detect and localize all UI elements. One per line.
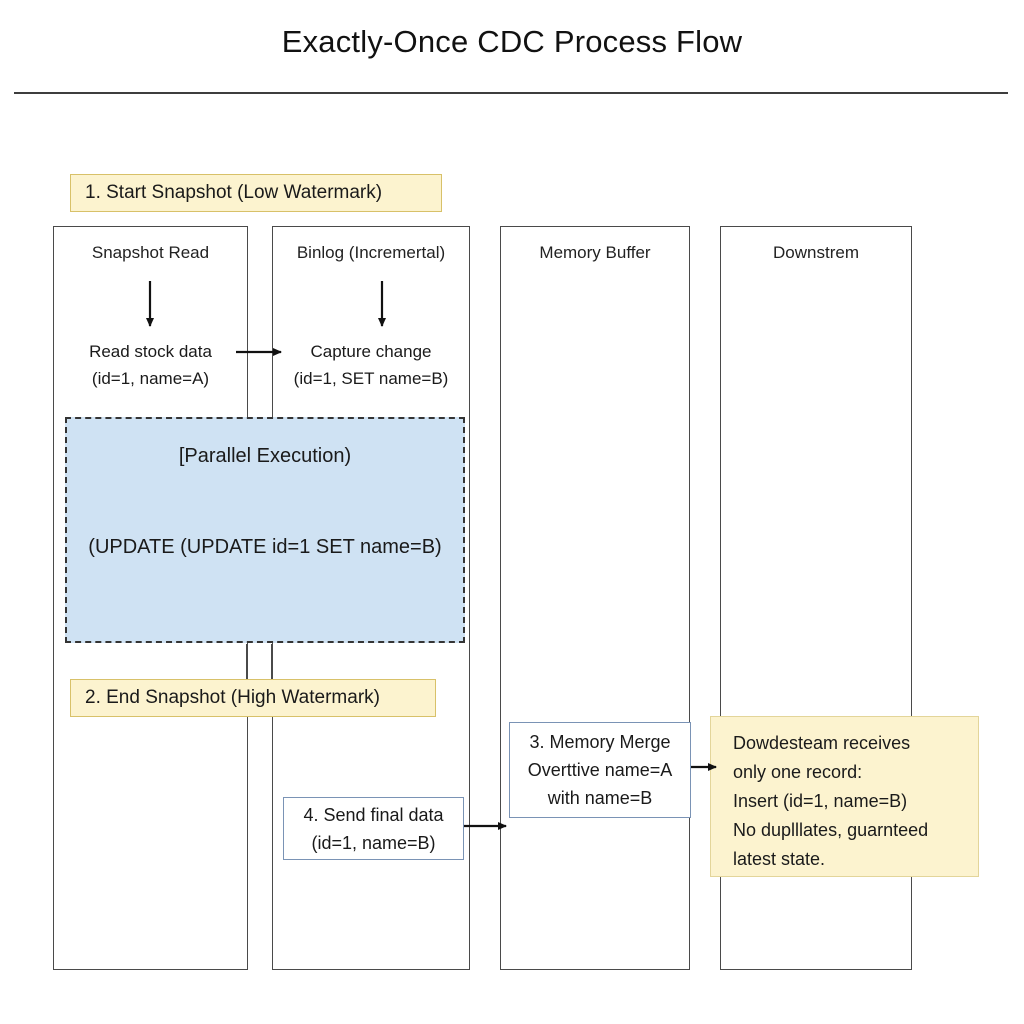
parallel-execution-heading: [Parallel Execution) — [178, 445, 352, 467]
lane-memory-buffer: Memory Buffer — [500, 226, 690, 970]
snapshot-read-detail-line1: Read stock data — [89, 342, 212, 361]
step-memory-merge-line3: with name=B — [547, 788, 653, 808]
marker-start-snapshot[interactable]: 1. Start Snapshot (Low Watermark) — [70, 174, 442, 212]
page-title: Exactly-Once CDC Process Flow — [281, 24, 743, 59]
parallel-execution-detail: (UPDATE (UPDATE id=1 SET name=B) — [88, 536, 442, 558]
step-memory-merge-line1: 3. Memory Merge — [529, 732, 671, 752]
snapshot-read-detail-line2: (id=1, name=A) — [91, 369, 210, 388]
binlog-detail-line1: Capture change — [310, 342, 432, 361]
lane-title-downstream: Downstrem — [773, 243, 859, 262]
marker-end-snapshot-label: 2. End Snapshot (High Watermark) — [85, 687, 380, 708]
step-memory-merge-line2: Overttive name=A — [527, 760, 673, 780]
downstream-note-line1: Dowdesteam receives — [733, 733, 911, 753]
binlog-detail-line2: (id=1, SET name=B) — [293, 369, 449, 388]
downstream-note-line3: Insert (id=1, name=B) — [733, 791, 908, 811]
marker-end-snapshot[interactable]: 2. End Snapshot (High Watermark) — [70, 679, 436, 717]
snapshot-read-detail: Read stock data (id=1, name=A) — [53, 338, 248, 392]
lane-title-binlog-incremental: Binlog (Incremertal) — [296, 243, 446, 262]
lane-title-memory-buffer: Memory Buffer — [539, 243, 651, 262]
downstream-note: Dowdesteam receives only one record: Ins… — [710, 716, 979, 877]
step-memory-merge[interactable]: 3. Memory Merge Overttive name=A with na… — [509, 722, 691, 818]
step-send-final-data-line1: 4. Send final data — [303, 804, 444, 825]
downstream-note-line5: latest state. — [733, 849, 826, 869]
parallel-execution-block: [Parallel Execution) (UPDATE (UPDATE id=… — [65, 417, 465, 643]
step-send-final-data[interactable]: 4. Send final data (id=1, name=B) — [283, 797, 464, 860]
lane-title-snapshot-read: Snapshot Read — [91, 243, 210, 262]
title-divider — [14, 92, 1008, 94]
step-send-final-data-line2: (id=1, name=B) — [311, 832, 436, 853]
downstream-note-line2: only one record: — [733, 762, 863, 782]
downstream-note-line4: No duplllates, guarnteed — [733, 820, 929, 840]
binlog-detail: Capture change (id=1, SET name=B) — [272, 338, 470, 392]
marker-start-snapshot-label: 1. Start Snapshot (Low Watermark) — [85, 182, 383, 203]
